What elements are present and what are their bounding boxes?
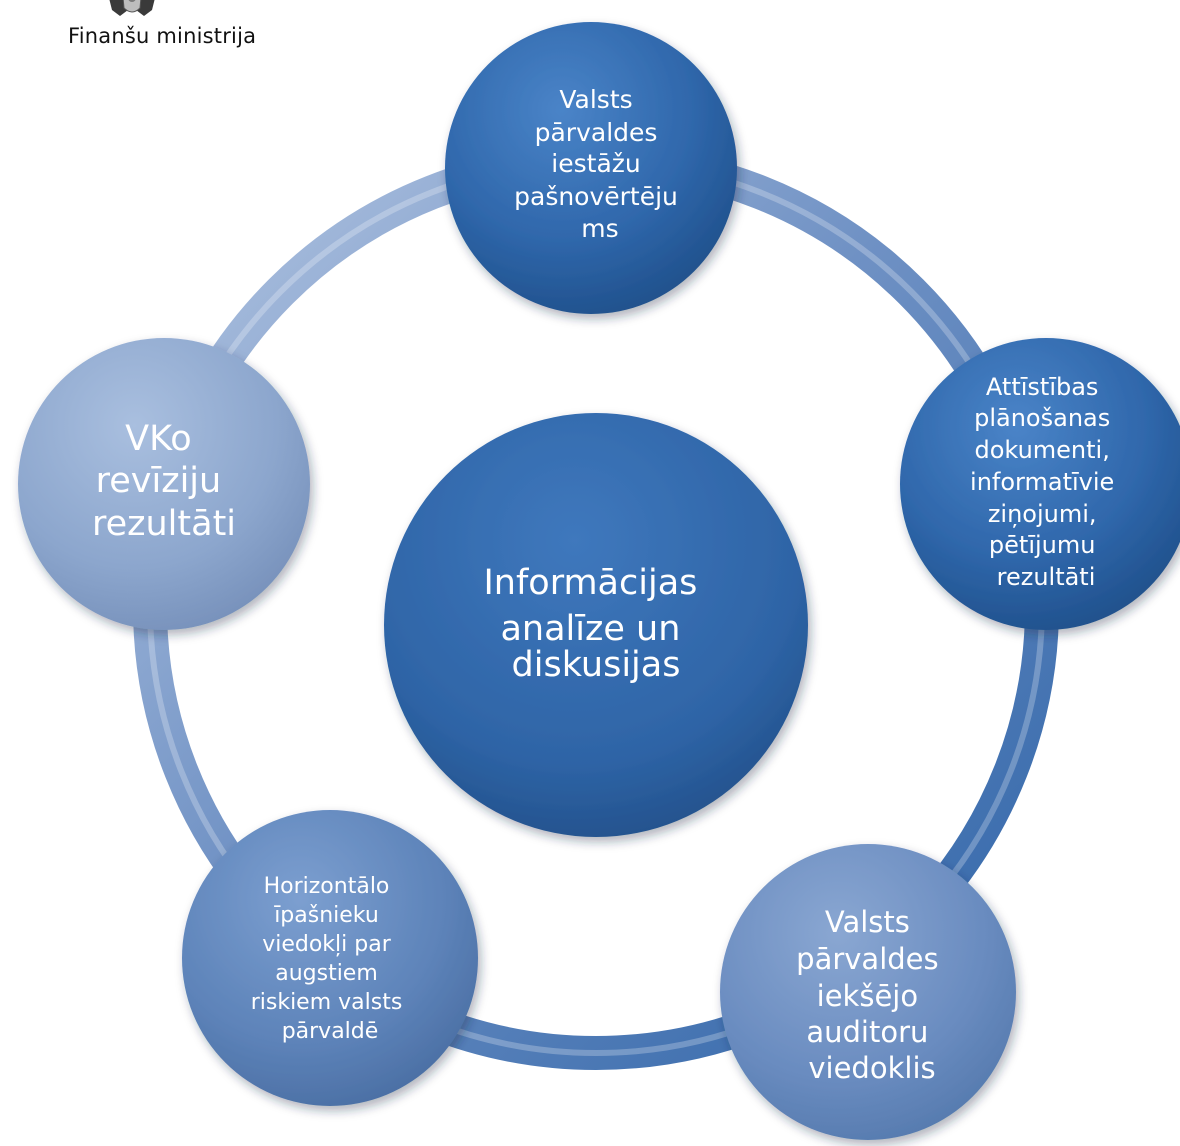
center-node: Informācijas analīze un diskusijas	[384, 413, 808, 837]
org-name: Finanšu ministrija	[68, 24, 257, 48]
node-planning-documents-label: Attīstības plānošanas dokumenti, informa…	[970, 373, 1122, 591]
node-planning-documents: Attīstības plānošanas dokumenti, informa…	[900, 338, 1180, 630]
node-internal-auditors: Valsts pārvaldes iekšējo auditoru viedok…	[720, 844, 1016, 1140]
coat-of-arms-icon	[109, 0, 155, 16]
node-audit-results: VKo revīziju rezultāti	[18, 338, 310, 630]
node-horizontal-owners-label: Horizontālo īpašnieku viedokļi par augst…	[251, 874, 410, 1044]
node-audit-results-label: VKo revīziju rezultāti	[92, 419, 236, 544]
node-horizontal-owners: Horizontālo īpašnieku viedokļi par augst…	[182, 810, 478, 1106]
node-internal-auditors-label: Valsts pārvaldes iekšējo auditoru viedok…	[796, 905, 948, 1085]
node-self-assessment-label: Valsts pārvaldes iestāžu pašnovērtēju ms	[514, 85, 686, 243]
node-self-assessment: Valsts pārvaldes iestāžu pašnovērtēju ms	[445, 22, 737, 314]
center-node-label: Informācijas analīze un diskusijas	[483, 563, 708, 685]
